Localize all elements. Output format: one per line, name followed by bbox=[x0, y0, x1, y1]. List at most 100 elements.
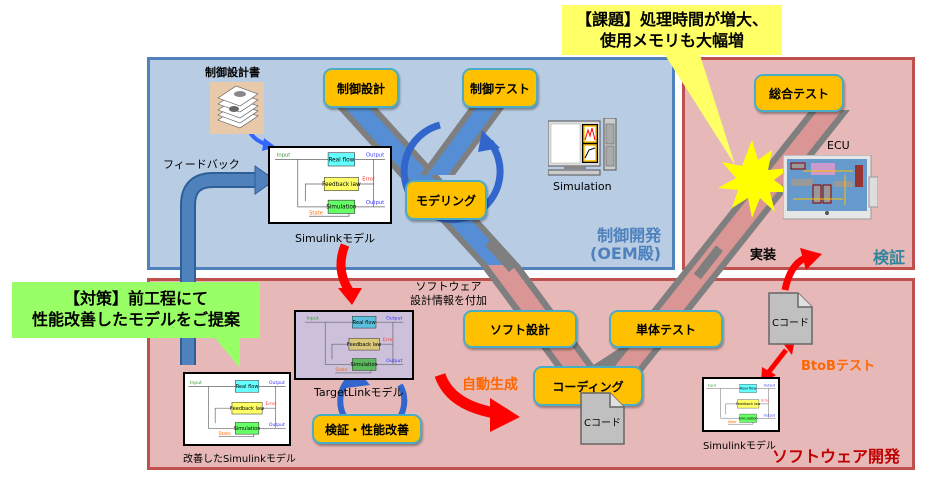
c-code-label: Cコード bbox=[772, 318, 809, 329]
proposal-callout-pointer bbox=[215, 338, 240, 368]
design-document-icon bbox=[210, 82, 264, 134]
feedback-label: フィードバック bbox=[163, 158, 240, 171]
feedback-law-block bbox=[348, 337, 380, 351]
real-flow-text: Real flow bbox=[236, 384, 259, 390]
input-text: Input bbox=[708, 384, 717, 388]
sw-design-info-line: ソフトウェア bbox=[415, 280, 482, 293]
c-code-document-coding: Cコード bbox=[580, 392, 625, 445]
real-flow-block bbox=[327, 152, 355, 167]
btob-test-label: BtoBテスト bbox=[801, 359, 875, 374]
real-flow-text: Real flow bbox=[328, 157, 354, 163]
model-wiring bbox=[274, 159, 386, 217]
real-flow-block bbox=[739, 384, 757, 393]
state-text: State bbox=[335, 367, 347, 373]
feedback-arrow bbox=[180, 165, 276, 365]
output-text: Output bbox=[366, 153, 384, 159]
simulink-to-targetlink-arrow bbox=[336, 243, 362, 305]
output-text: Output bbox=[269, 422, 285, 428]
sw-design-info-line: 設計情報を付加 bbox=[410, 294, 487, 307]
real-flow-text: Real flow bbox=[353, 320, 376, 326]
simulation-text: Simulation bbox=[234, 426, 261, 432]
area-title-control-dev: 制御開発 (OEM殿) bbox=[590, 227, 661, 263]
feedback-law-text: Feedback law bbox=[230, 406, 264, 412]
simulation-text: Simulation bbox=[351, 362, 378, 368]
state-text: State bbox=[219, 431, 231, 437]
simulation-block bbox=[235, 422, 260, 435]
model-wiring bbox=[706, 388, 776, 425]
simulink-model-right-label: Simulinkモデル bbox=[703, 441, 776, 452]
auto-generate-arrow bbox=[434, 372, 520, 432]
c-code-label: Cコード bbox=[584, 418, 621, 429]
input-text: Input bbox=[190, 380, 202, 386]
output-text: Output bbox=[366, 200, 384, 206]
simulation-text: Simulation bbox=[739, 416, 758, 420]
simulation-text: Simulation bbox=[326, 205, 357, 211]
v-control-test-band bbox=[420, 100, 510, 175]
output-text: Output bbox=[386, 316, 402, 322]
explosion-icon bbox=[718, 140, 790, 218]
implementation-label: 実装 bbox=[750, 248, 777, 263]
issue-callout-line: 【課題】処理時間が増大、 bbox=[575, 10, 768, 29]
output-text: Output bbox=[269, 380, 285, 386]
output-text: Output bbox=[764, 413, 776, 417]
proposal-callout-line: 【対策】前工程にて bbox=[63, 289, 208, 308]
error-text: Error bbox=[362, 176, 376, 182]
area-title-line: 制御開発 bbox=[597, 226, 662, 245]
error-text: Error bbox=[266, 401, 277, 407]
document-icon bbox=[580, 392, 625, 445]
design-doc-label: 制御設計書 bbox=[205, 66, 260, 79]
issue-callout-line: 使用メモリも大幅増 bbox=[599, 31, 744, 50]
model-wiring bbox=[188, 386, 286, 438]
improved-model-label: 改善したSimulinkモデル bbox=[183, 454, 296, 465]
area-title-verification: 検証 bbox=[873, 248, 906, 267]
issue-callout: 【課題】処理時間が増大、 使用メモリも大幅増 bbox=[562, 5, 782, 55]
step-integration-test[interactable]: 総合テスト bbox=[754, 74, 844, 112]
step-unit-test[interactable]: 単体テスト bbox=[609, 310, 723, 348]
state-text: State bbox=[309, 210, 323, 216]
step-control-design[interactable]: 制御設計 bbox=[323, 68, 399, 108]
step-modeling[interactable]: モデリング bbox=[405, 180, 487, 220]
step-soft-design[interactable]: ソフト設計 bbox=[463, 310, 577, 348]
real-flow-block bbox=[352, 315, 377, 329]
model-wiring bbox=[304, 321, 404, 374]
proposal-callout: 【対策】前工程にて 性能改善したモデルをご提案 bbox=[12, 282, 260, 338]
feedback-law-text: Feedback law bbox=[736, 402, 760, 406]
simulation-label: Simulation bbox=[553, 180, 612, 193]
proposal-callout-line: 性能改善したモデルをご提案 bbox=[31, 310, 240, 329]
simulation-block bbox=[739, 413, 757, 423]
targetlink-model-label: TargetLinkモデル bbox=[314, 386, 404, 399]
state-text: State bbox=[728, 420, 737, 424]
real-flow-block bbox=[235, 380, 260, 393]
step-control-test[interactable]: 制御テスト bbox=[462, 68, 538, 108]
feedback-law-block bbox=[737, 399, 760, 409]
simulink-model-label: Simulinkモデル bbox=[295, 232, 376, 245]
ecu-board-icon bbox=[782, 154, 879, 220]
auto-generate-label: 自動生成 bbox=[462, 377, 518, 393]
input-text: Input bbox=[277, 153, 290, 159]
area-title-software-dev: ソフトウェア開発 bbox=[772, 447, 901, 466]
simulation-block bbox=[327, 199, 355, 214]
implementation-arrow bbox=[781, 248, 822, 291]
output-text: Output bbox=[764, 384, 776, 388]
feedback-law-text: Feedback law bbox=[322, 182, 361, 188]
feedback-law-block bbox=[231, 402, 263, 415]
simulation-block bbox=[352, 358, 377, 371]
error-text: Error bbox=[761, 399, 770, 403]
c-code-document-btob: Cコード bbox=[768, 292, 813, 345]
step-verify-improve[interactable]: 検証・性能改善 bbox=[312, 414, 422, 444]
feedback-law-text: Feedback law bbox=[347, 342, 381, 348]
area-title-line: (OEM殿) bbox=[590, 244, 662, 263]
issue-callout-pointer bbox=[665, 55, 735, 165]
error-text: Error bbox=[383, 337, 394, 343]
ecu-label: ECU bbox=[827, 139, 850, 152]
feedback-law-block bbox=[324, 177, 359, 191]
sw-design-info-label: ソフトウェア 設計情報を付加 bbox=[410, 280, 487, 308]
document-icon bbox=[768, 292, 813, 345]
